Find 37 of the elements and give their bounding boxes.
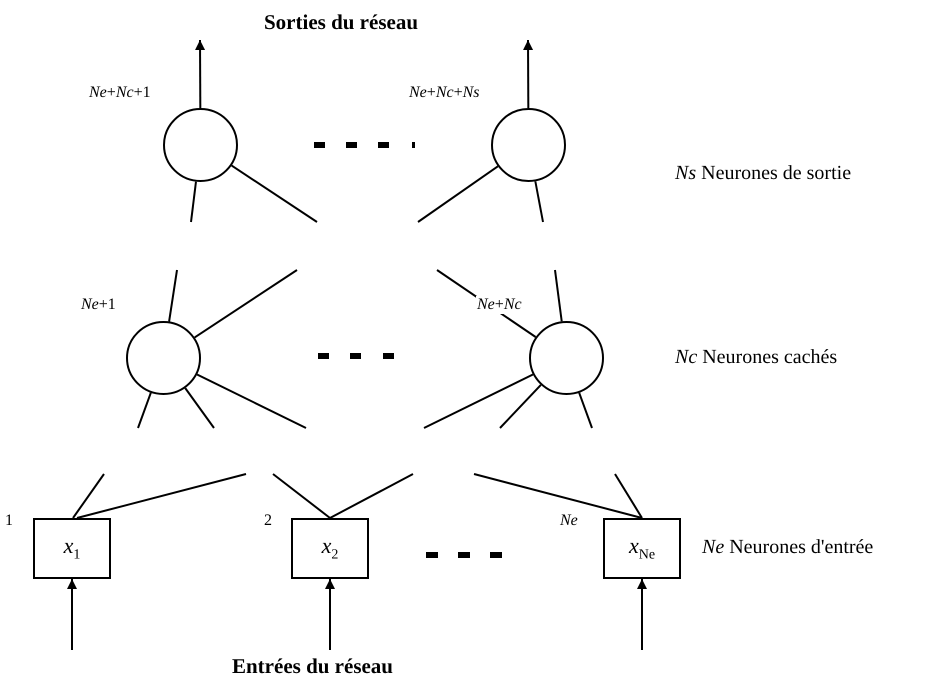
neuron-circle xyxy=(529,321,604,395)
connection-line xyxy=(196,374,306,429)
connection-line xyxy=(231,164,318,223)
connection-line xyxy=(499,384,542,429)
layer-label: Ns Neurones de sortie xyxy=(675,162,852,185)
arrow xyxy=(195,40,206,108)
connection-line xyxy=(184,388,215,429)
arrow xyxy=(523,40,534,108)
connection-line xyxy=(417,166,498,223)
connection-line xyxy=(168,270,178,322)
arrow xyxy=(637,579,647,650)
layer-label: Ne Neurones d'entrée xyxy=(702,536,874,559)
arrow xyxy=(67,579,77,650)
neuron-index: Ne+Nc xyxy=(476,296,523,314)
arrow xyxy=(325,579,335,650)
connection-line xyxy=(330,473,414,519)
input-neuron-box: x$_{1}$ xyxy=(33,518,111,579)
input-neuron-box: x$_{Ne}$ xyxy=(603,518,681,579)
input-neuron-box: x$_{2}$ xyxy=(291,518,369,579)
connection-line xyxy=(194,269,298,338)
connection-line xyxy=(272,473,331,519)
neuron-circle xyxy=(491,108,566,182)
connection-line xyxy=(474,473,642,519)
connection-line xyxy=(578,392,593,428)
layer-label: Nc Neurones cachés xyxy=(675,346,838,369)
connection-line xyxy=(424,374,534,429)
neuron-circle xyxy=(163,108,238,182)
caption: Entrées du réseau xyxy=(232,654,393,679)
connection-line xyxy=(534,181,544,222)
connection-line xyxy=(554,270,563,322)
connection-line xyxy=(614,473,643,519)
neuron-circle xyxy=(126,321,201,395)
connection-line xyxy=(72,473,105,519)
connection-line xyxy=(137,392,152,428)
connection-line xyxy=(76,473,246,519)
title: Sorties du réseau xyxy=(264,10,418,35)
connection-line xyxy=(190,182,197,222)
